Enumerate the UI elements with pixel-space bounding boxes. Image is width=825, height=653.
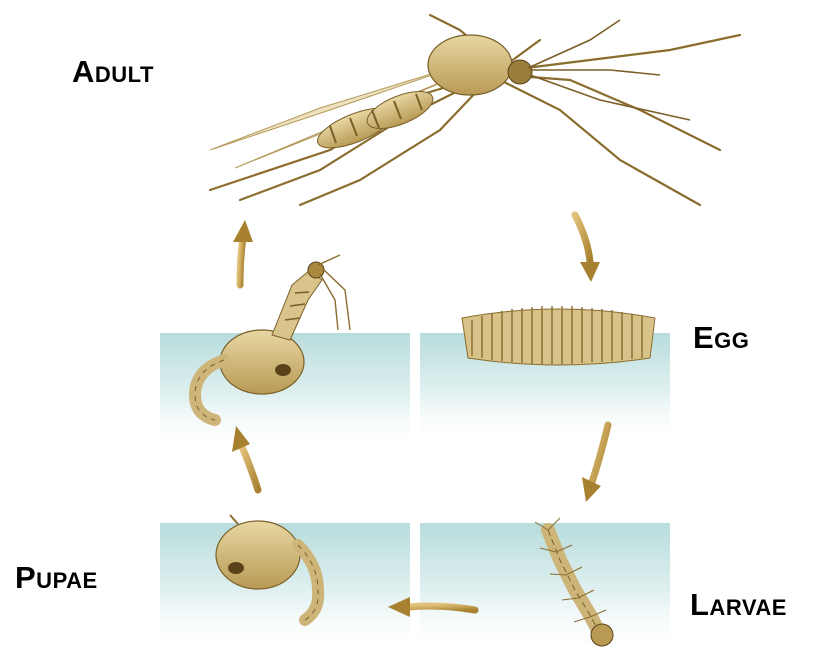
arrow-emerging-to-adult (233, 220, 253, 285)
label-adult: Adult (72, 54, 154, 90)
label-pupae: Pupae (15, 560, 98, 596)
water-panel-bottom-right (420, 523, 670, 653)
egg-raft-icon (462, 306, 655, 365)
label-egg: Egg (693, 320, 749, 356)
adult-mosquito-icon (210, 15, 740, 205)
label-larvae: Larvae (690, 587, 787, 623)
arrow-adult-to-egg (575, 215, 600, 282)
